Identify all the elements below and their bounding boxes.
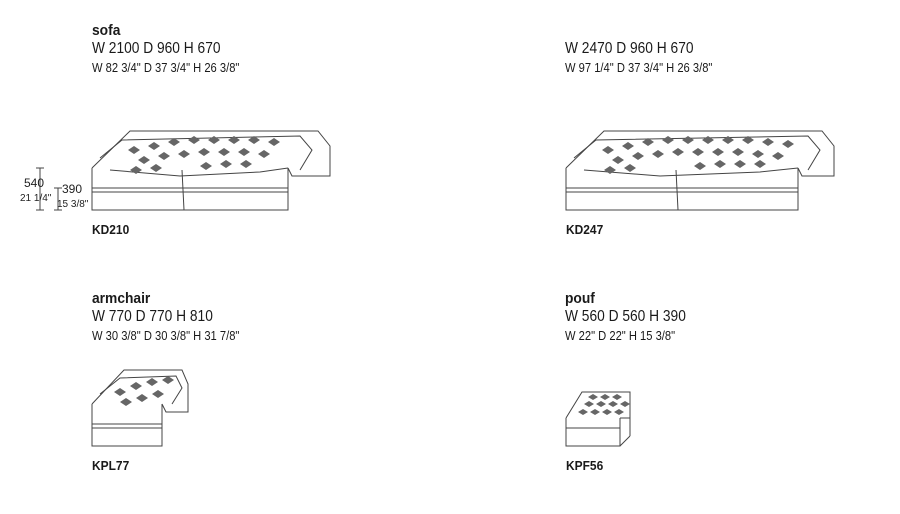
dimension-lines — [36, 167, 62, 211]
seat-inch-label: 15 3/8" — [57, 199, 89, 210]
product-sofa-kd210: sofa W 2100 D 960 H 670 W 82 3/4" D 37 3… — [92, 22, 263, 77]
product-pouf-kpf56: pouf W 560 D 560 H 390 W 22" D 22" H 15 … — [565, 290, 706, 345]
seat-mm-label: 390 — [62, 182, 83, 196]
product-title: sofa — [92, 22, 121, 39]
height-inch-label: 21 1/4" — [20, 193, 52, 204]
product-title: pouf — [565, 290, 595, 307]
dimensions-inches: W 82 3/4" D 37 3/4" H 26 3/8" — [92, 60, 240, 75]
dimensions-mm: W 2100 D 960 H 670 — [92, 40, 221, 57]
dimensions-mm: W 560 D 560 H 390 — [565, 308, 686, 325]
product-sofa-kd247: W 2470 D 960 H 670 W 97 1/4" D 37 3/4" H… — [565, 22, 736, 77]
height-mm-label: 540 — [24, 176, 45, 190]
product-code: KPF56 — [566, 458, 604, 473]
product-code: KD210 — [92, 222, 130, 237]
dimensions-inches: W 30 3/8" D 30 3/8" H 31 7/8" — [92, 328, 240, 343]
product-code: KPL77 — [92, 458, 130, 473]
product-armchair-kpl77: armchair W 770 D 770 H 810 W 30 3/8" D 3… — [92, 290, 263, 345]
dimensions-inches: W 22" D 22" H 15 3/8" — [565, 328, 676, 343]
dimensions-mm: W 2470 D 960 H 670 — [565, 40, 694, 57]
dimensions-inches: W 97 1/4" D 37 3/4" H 26 3/8" — [565, 60, 713, 75]
dimensions-mm: W 770 D 770 H 810 — [92, 308, 213, 325]
quilted-pattern — [128, 136, 280, 174]
product-code: KD247 — [566, 222, 604, 237]
product-title: armchair — [92, 290, 151, 307]
